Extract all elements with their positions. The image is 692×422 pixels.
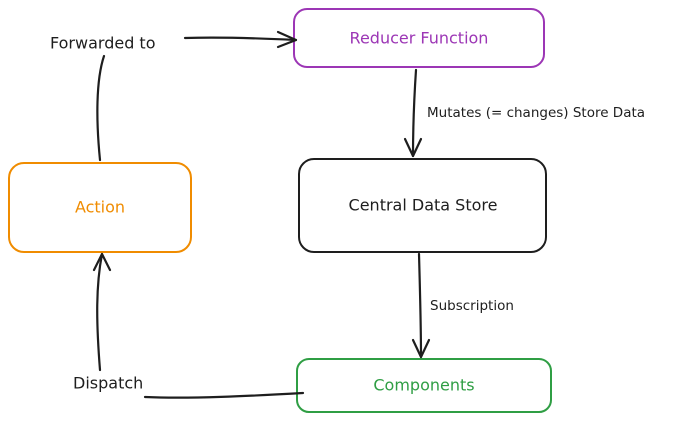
dispatch-arrow-line: [96, 252, 104, 372]
forwarded-arrowhead: [276, 30, 298, 49]
central-data-store-label: Central Data Store: [349, 196, 498, 215]
dispatch-connector-line: [143, 391, 305, 399]
central-data-store-box: [298, 158, 547, 253]
forwarded-edge: Forwarded to: [50, 30, 298, 162]
forwarded-connector-line: [96, 54, 106, 162]
dispatch-label: Dispatch: [73, 374, 143, 393]
mutates-arrowhead: [403, 137, 423, 158]
reducer-function-node: Reducer Function: [293, 8, 545, 68]
central-data-store-node: Central Data Store: [298, 158, 547, 253]
components-box: [296, 358, 552, 413]
reducer-function-label: Reducer Function: [350, 29, 489, 48]
forwarded-label: Forwarded to: [50, 34, 156, 53]
subscription-edge: Subscription: [411, 252, 514, 359]
action-label: Action: [75, 198, 125, 217]
dispatch-edge: Dispatch: [73, 252, 305, 399]
forwarded-arrow-line: [183, 36, 298, 42]
mutates-edge: Mutates (= changes) Store Data: [403, 68, 645, 158]
dispatch-arrowhead: [92, 252, 112, 272]
action-box: [8, 162, 192, 253]
mutates-label: Mutates (= changes) Store Data: [427, 105, 645, 121]
components-label: Components: [373, 376, 474, 395]
action-node: Action: [8, 162, 192, 253]
subscription-label: Subscription: [430, 298, 514, 314]
subscription-arrowhead: [411, 338, 431, 359]
mutates-arrow-line: [411, 68, 418, 158]
components-node: Components: [296, 358, 552, 413]
subscription-arrow-line: [417, 252, 423, 359]
